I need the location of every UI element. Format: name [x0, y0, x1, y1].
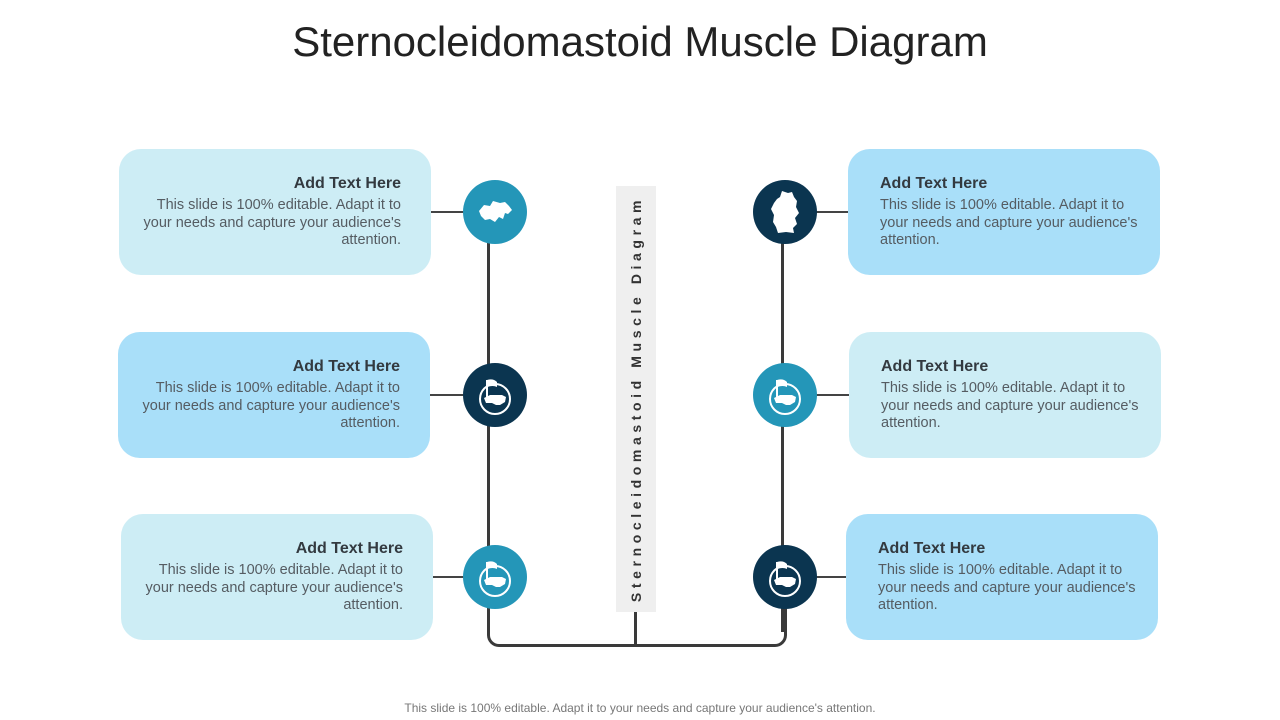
- link-line: [810, 576, 850, 578]
- link-line: [430, 394, 470, 396]
- footer-note: This slide is 100% editable. Adapt it to…: [404, 701, 876, 715]
- bottom-connector: [487, 600, 787, 647]
- card-title: Add Text Here: [295, 540, 403, 557]
- usa-flag-map-icon: [753, 363, 817, 427]
- info-card: Add Text Here This slide is 100% editabl…: [846, 514, 1158, 640]
- info-card: Add Text Here This slide is 100% editabl…: [849, 332, 1161, 458]
- usa-flag-map-icon: [463, 545, 527, 609]
- usa-flag-map-icon: [753, 545, 817, 609]
- slide-title: Sternocleidomastoid Muscle Diagram: [292, 18, 988, 65]
- link-line: [430, 211, 470, 213]
- card-title: Add Text Here: [880, 175, 988, 192]
- usa-flag-map-icon: [463, 363, 527, 427]
- info-card: Add Text Here This slide is 100% editabl…: [119, 149, 431, 275]
- card-body: This slide is 100% editable. Adapt it to…: [143, 197, 402, 248]
- germany-map-icon: [753, 180, 817, 244]
- center-stem-line: [634, 612, 637, 646]
- center-label: Sternocleidomastoid Muscle Diagram: [628, 195, 644, 603]
- card-title: Add Text Here: [881, 358, 989, 375]
- center-label-bar: [616, 186, 656, 612]
- card-body: This slide is 100% editable. Adapt it to…: [880, 197, 1138, 248]
- link-line: [810, 211, 850, 213]
- card-body: This slide is 100% editable. Adapt it to…: [142, 380, 401, 431]
- info-card: Add Text Here This slide is 100% editabl…: [848, 149, 1160, 275]
- card-body: This slide is 100% editable. Adapt it to…: [145, 562, 404, 613]
- card-body: This slide is 100% editable. Adapt it to…: [878, 562, 1136, 613]
- link-line: [430, 576, 470, 578]
- link-line: [810, 394, 850, 396]
- card-title: Add Text Here: [878, 540, 986, 557]
- info-card: Add Text Here This slide is 100% editabl…: [118, 332, 430, 458]
- info-card: Add Text Here This slide is 100% editabl…: [121, 514, 433, 640]
- switzerland-map-icon: [463, 180, 527, 244]
- card-body: This slide is 100% editable. Adapt it to…: [881, 380, 1139, 431]
- card-title: Add Text Here: [293, 175, 401, 192]
- card-title: Add Text Here: [292, 358, 400, 375]
